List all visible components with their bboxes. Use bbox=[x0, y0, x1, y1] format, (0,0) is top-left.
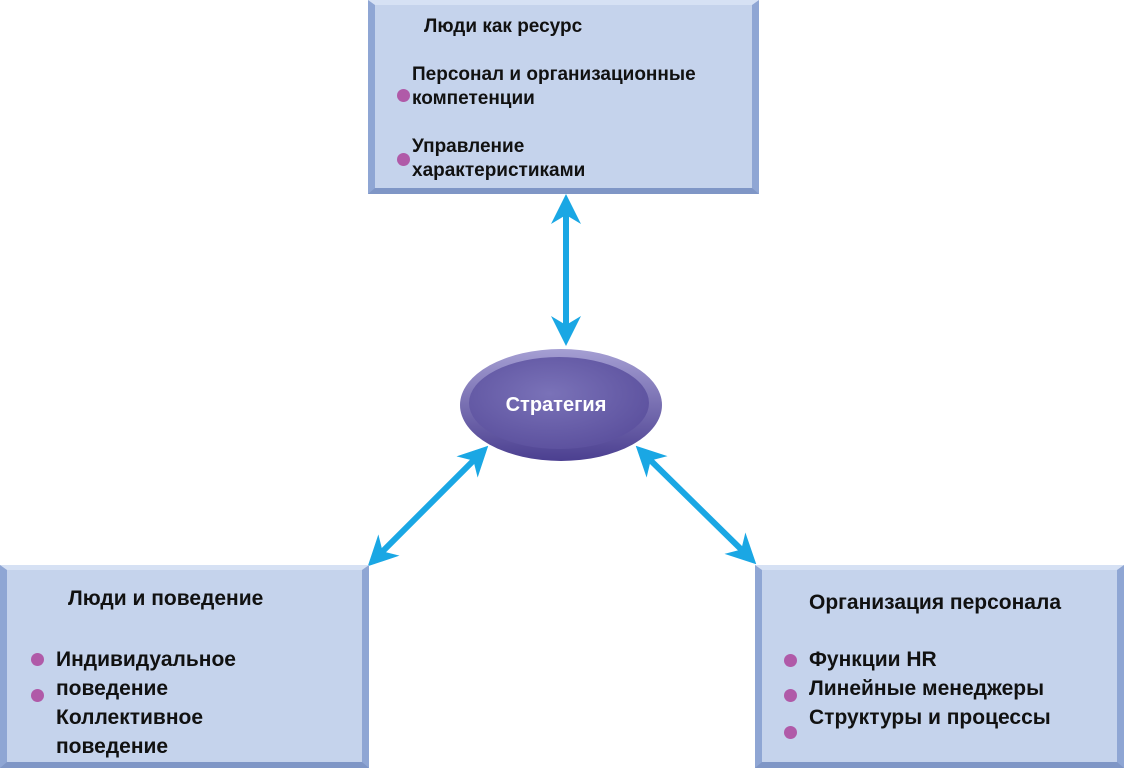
people-and-behavior-box: Люди и поведение Индивидуальное поведени… bbox=[0, 565, 369, 768]
people-as-resource-title: Люди как ресурс bbox=[424, 16, 583, 37]
arrow-center-to-right bbox=[635, 445, 757, 565]
bullet-icon bbox=[784, 726, 797, 739]
hr-organization-title: Организация персонала bbox=[809, 591, 1062, 614]
hr-organization-box: Организация персонала Функции HR Линейны… bbox=[755, 565, 1124, 768]
bullet-icon bbox=[31, 689, 44, 702]
bullet-icon bbox=[784, 654, 797, 667]
list-item: Структуры и процессы bbox=[809, 706, 1051, 729]
list-item: Функции HR bbox=[809, 648, 937, 671]
list-item: Линейные менеджеры bbox=[809, 677, 1045, 700]
strategy-node: Стратегия bbox=[458, 347, 664, 463]
people-and-behavior-title: Люди и поведение bbox=[68, 587, 264, 610]
list-item: Управление характеристиками bbox=[412, 136, 586, 181]
people-as-resource-box: Люди как ресурс Персонал и организационн… bbox=[368, 0, 759, 194]
bullet-icon bbox=[31, 653, 44, 666]
strategy-label: Стратегия bbox=[505, 393, 607, 416]
arrow-center-to-left bbox=[367, 445, 489, 567]
list-item: Персонал и организационные компетенции bbox=[412, 64, 696, 109]
list-item: Индивидуальное поведение bbox=[56, 648, 236, 700]
bullet-icon bbox=[397, 89, 410, 102]
bullet-icon bbox=[397, 153, 410, 166]
bullet-icon bbox=[784, 689, 797, 702]
list-item: Коллективное поведение bbox=[56, 706, 204, 758]
